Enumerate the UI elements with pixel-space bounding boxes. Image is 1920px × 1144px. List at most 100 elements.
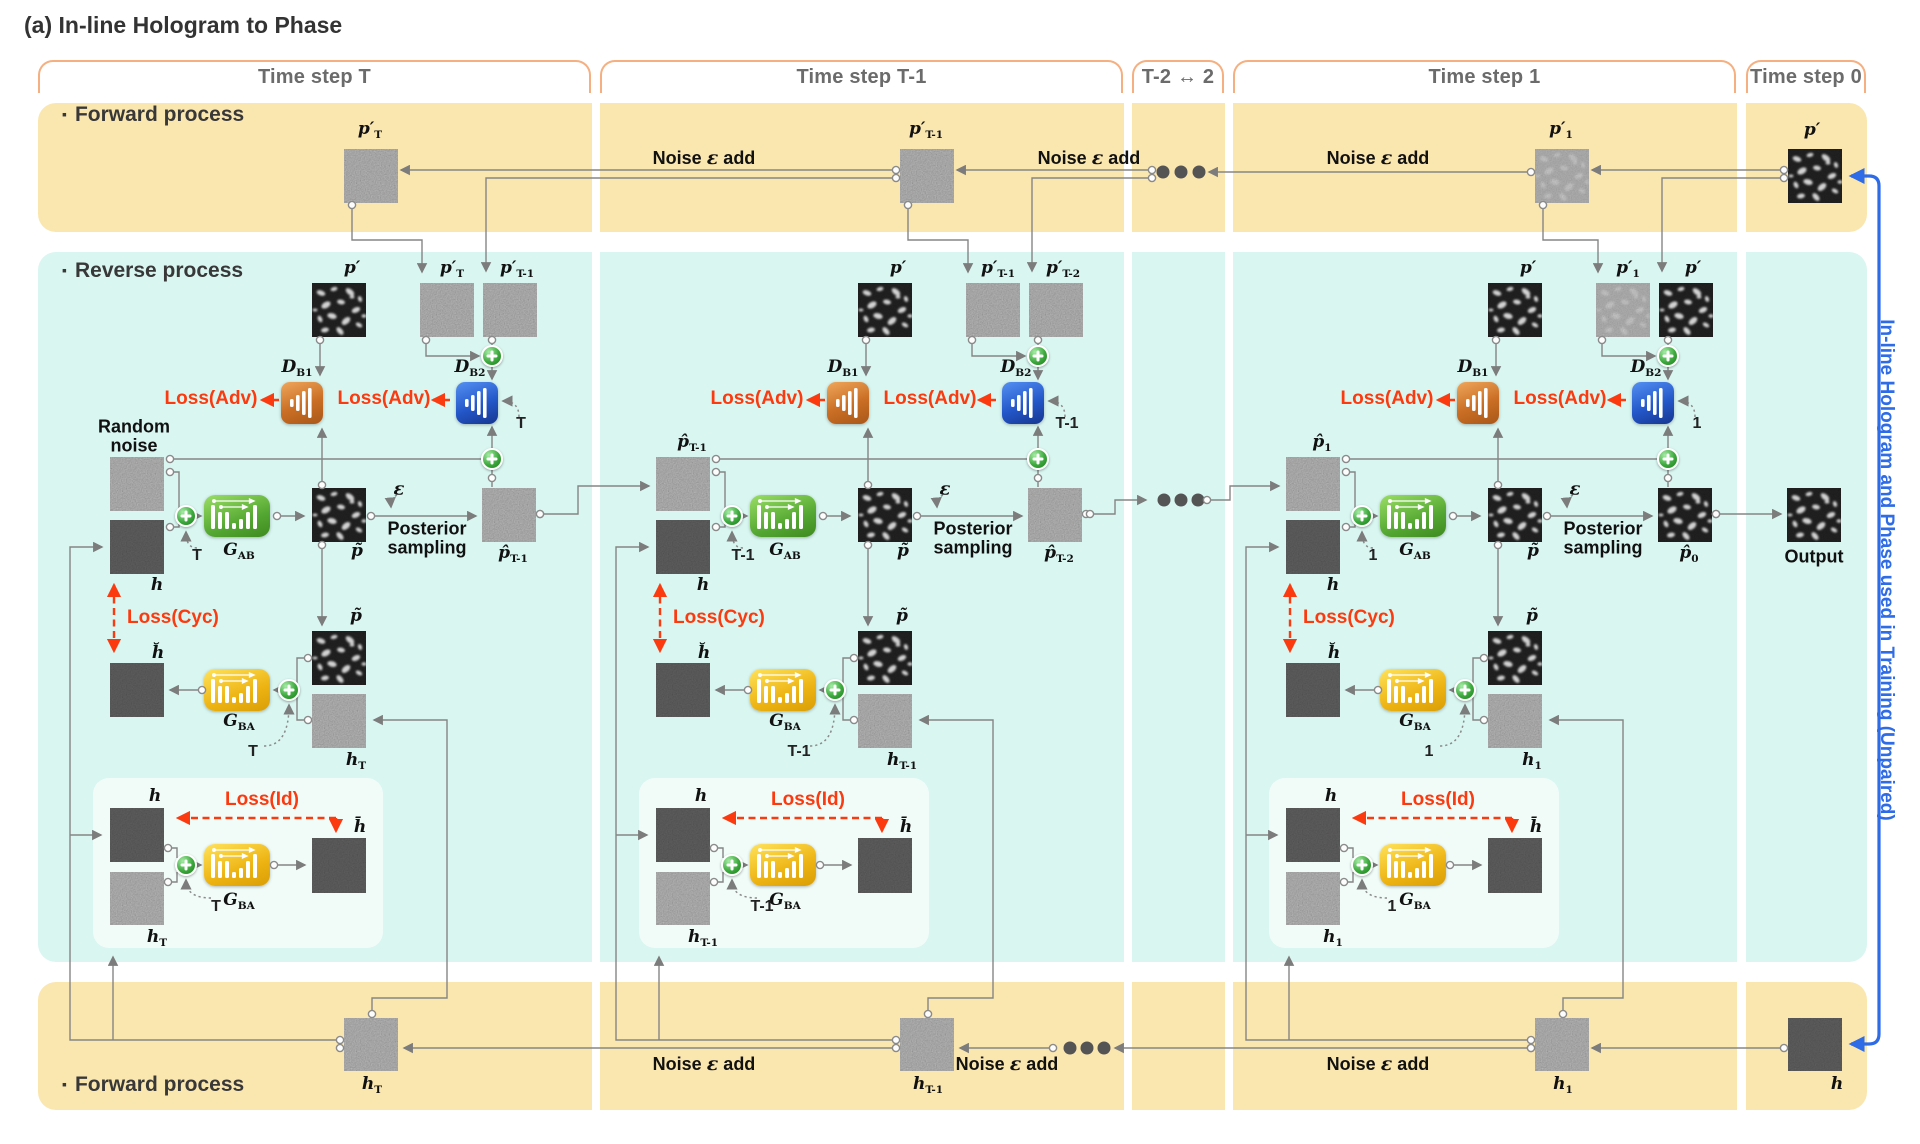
tab-timestep-T: Time step T xyxy=(38,60,591,93)
tab-timestep-0: Time step 0 xyxy=(1746,60,1866,93)
label-box-h-T: h xyxy=(148,785,162,806)
thumb-h-1 xyxy=(1286,520,1340,574)
label-noise-add-bottom-3: Noise ε add xyxy=(1326,1053,1430,1075)
tab-timestep-T-1: Time step T-1 xyxy=(600,60,1123,93)
label-p-copy1-T-1: p′T-1 xyxy=(980,257,1016,281)
label-h-breve-1: h̆ xyxy=(1327,642,1341,663)
tab-label: Time step 1 xyxy=(1428,66,1541,88)
plus-gab-input-T xyxy=(175,505,197,527)
plus-gba-input-T xyxy=(278,679,300,701)
label-cond-db2-T-1: T-1 xyxy=(1055,415,1079,432)
thumb-input-1 xyxy=(1286,457,1340,511)
thumb-p-copy1-T-1 xyxy=(966,283,1020,337)
label-loss-adv2-T: Loss(Adv) xyxy=(337,388,431,409)
plus-forward-pair-1 xyxy=(1657,345,1679,367)
label-p-copy2-T: p′T-1 xyxy=(499,257,535,281)
label-p-copy1-1: p′1 xyxy=(1616,257,1640,281)
thumb-h-cycle-1 xyxy=(1488,694,1542,748)
label-p-copy1-T: p′T xyxy=(439,257,465,281)
generator-GAB-T-1-icon xyxy=(750,495,816,537)
thumb-bottom-h-T-1 xyxy=(900,1018,954,1071)
label-cond-gba-T: T xyxy=(248,743,258,760)
side-note-training-unpaired: In-line Hologram and Phase used in Train… xyxy=(1876,319,1897,821)
label-noise-add-top-3: Noise ε add xyxy=(1326,147,1430,169)
thumb-h-bar-T xyxy=(312,838,366,893)
thumb-p-top-1 xyxy=(1535,149,1590,203)
thumb-h-0 xyxy=(1788,1018,1842,1071)
label-cond-gba-1: 1 xyxy=(1424,743,1434,760)
thumb-box-h-T-1 xyxy=(656,808,710,862)
label-GAB-T: GAB xyxy=(223,539,255,563)
thumb-box-ht-T xyxy=(110,872,164,925)
figure-title: (a) In-line Hologram to Phase xyxy=(24,12,343,38)
thumb-p-ref-1 xyxy=(1488,283,1543,337)
label-p-ref-1: p′ xyxy=(1519,257,1537,278)
thumb-p-ref-T-1 xyxy=(858,283,913,337)
thumb-h-breve-1 xyxy=(1286,663,1340,717)
label-posterior-T: Posterior sampling xyxy=(387,518,467,558)
thumb-box-h-1 xyxy=(1286,808,1340,862)
plus-gab-input-1 xyxy=(1351,505,1373,527)
label-cond-gba-T-1: T-1 xyxy=(787,743,811,760)
label-loss-adv2-1: Loss(Adv) xyxy=(1513,388,1607,409)
discriminator-DB2-T-icon xyxy=(456,382,498,424)
tab-label: Time step 0 xyxy=(1750,66,1862,88)
thumb-p-copy1-T xyxy=(420,283,474,337)
thumb-h-T xyxy=(110,520,164,574)
thumb-p-copy2-T xyxy=(483,283,537,337)
label-p-tilde-T-1: p̃ xyxy=(897,540,909,561)
band-forward-col-mid xyxy=(1132,982,1225,1110)
label-h-1: h xyxy=(1326,574,1340,595)
thumb-p-tilde2-1 xyxy=(1488,631,1543,685)
label-h-bar-T: h̄ xyxy=(353,816,367,837)
tab-timestep-mid: T-2 ↔ 2 xyxy=(1132,60,1224,93)
thumb-p-copy1-1 xyxy=(1596,283,1651,337)
bullet-icon: ▪ xyxy=(62,1076,67,1092)
label-cond-id-1: 1 xyxy=(1387,898,1397,915)
tab-label: T-2 ↔ 2 xyxy=(1141,66,1215,88)
band-title-reverse: ▪Reverse process xyxy=(62,259,244,282)
label-p-tilde2-T: p̃ xyxy=(350,605,362,626)
label-input-T-1: p̂T-1 xyxy=(677,431,707,455)
thumb-h-T-1 xyxy=(656,520,710,574)
label-DB2-1: DB2 xyxy=(1630,356,1662,380)
plus-gba-input-1 xyxy=(1454,679,1476,701)
label-random-noise: Random noise xyxy=(98,416,170,456)
plus-id-input-1 xyxy=(1351,854,1373,876)
thumb-p-tilde-T-1 xyxy=(858,488,913,542)
label-noise-add-bottom-1: Noise ε add xyxy=(652,1053,756,1075)
label-epsilon-T: ε xyxy=(393,478,405,500)
label-GBA-T: GBA xyxy=(223,710,255,734)
label-p-hat-out-T-1: p̂T-2 xyxy=(1044,542,1074,566)
thumb-box-ht-T-1 xyxy=(656,872,710,925)
label-h-bar-T-1: h̄ xyxy=(899,816,913,837)
thumb-h-breve-T xyxy=(110,663,164,717)
plus-forward-pair-T xyxy=(481,345,503,367)
label-loss-cyc-T-1: Loss(Cyc) xyxy=(673,607,765,628)
plus-id-input-T xyxy=(175,854,197,876)
label-h-T: h xyxy=(150,574,164,595)
label-DB1-T: DB1 xyxy=(281,356,313,380)
thumb-p-top-T-1 xyxy=(900,149,954,203)
label-DB1-T-1: DB1 xyxy=(827,356,859,380)
plus-gba-input-T-1 xyxy=(824,679,846,701)
label-cond-gab-T: T xyxy=(192,547,202,564)
label-input-1: p̂1 xyxy=(1312,431,1332,455)
label-GBA-id-T-1: GBA xyxy=(769,889,801,913)
label-GBA-T-1: GBA xyxy=(769,710,801,734)
label-p-top-T-1: p′T-1 xyxy=(908,118,944,142)
label-h-0: h xyxy=(1830,1073,1844,1094)
label-DB2-T-1: DB2 xyxy=(1000,356,1032,380)
label-h-breve-T: h̆ xyxy=(151,642,165,663)
label-box-ht-1: h1 xyxy=(1323,926,1343,950)
label-p-tilde2-T-1: p̃ xyxy=(896,605,908,626)
band-title-forward-bottom: ▪Forward process xyxy=(62,1073,245,1096)
label-output: Output xyxy=(1784,546,1844,567)
band-forward-col-1 xyxy=(1233,982,1737,1110)
bullet-icon: ▪ xyxy=(62,106,67,122)
band-forward-col-T-1 xyxy=(600,982,1124,1110)
label-loss-id-T: Loss(Id) xyxy=(225,789,299,810)
label-noise-add-top-1: Noise ε add xyxy=(652,147,756,169)
generator-GBA-1-icon xyxy=(1380,669,1446,711)
label-p-top-1: p′1 xyxy=(1549,118,1573,142)
